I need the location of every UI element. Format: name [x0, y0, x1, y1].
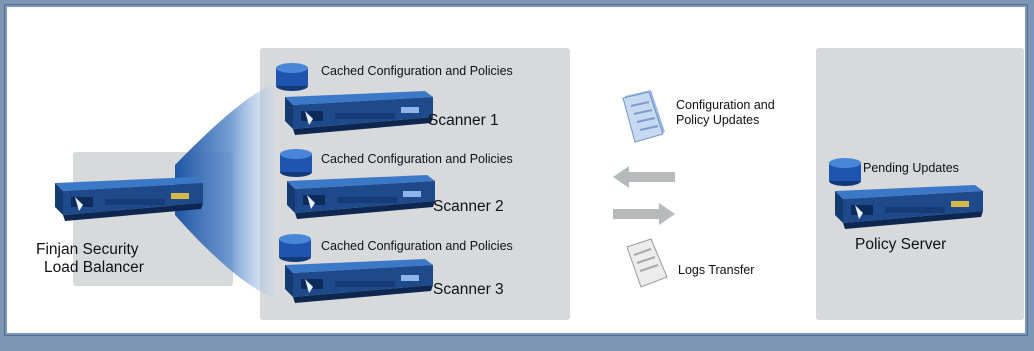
distribution-fan — [175, 83, 275, 299]
updates-label-line2: Policy Updates — [676, 113, 760, 127]
policy-server-appliance — [825, 183, 985, 240]
scanner-2-appliance — [277, 173, 437, 230]
logs-document-icon — [621, 237, 671, 294]
logs-transfer-label: Logs Transfer — [678, 263, 755, 277]
load-balancer-appliance — [45, 175, 205, 232]
updates-label-line1: Configuration and — [676, 98, 775, 112]
cache-database-icon-2 — [278, 148, 314, 183]
arrow-left-icon — [613, 166, 675, 193]
scanner-1-appliance — [275, 89, 435, 146]
configuration-document-icon — [617, 88, 669, 149]
arrow-right-icon — [613, 203, 675, 230]
pending-updates-database-icon — [827, 157, 863, 192]
cache-database-icon-3 — [277, 233, 313, 268]
scanner-3-cache-label: Cached Configuration and Policies — [321, 239, 513, 253]
scanner-3-appliance — [275, 257, 435, 314]
load-balancer-label-line1: Finjan Security — [36, 241, 139, 258]
scanner-1-label: Scanner 1 — [428, 112, 499, 129]
scanner-3-label: Scanner 3 — [433, 281, 504, 298]
scanner-2-cache-label: Cached Configuration and Policies — [321, 152, 513, 166]
scanner-1-cache-label: Cached Configuration and Policies — [321, 64, 513, 78]
scanner-2-label: Scanner 2 — [433, 198, 504, 215]
policy-server-label: Policy Server — [855, 236, 947, 253]
pending-updates-label: Pending Updates — [863, 161, 959, 175]
load-balancer-label-line2: Load Balancer — [44, 259, 144, 276]
cache-database-icon-1 — [274, 62, 310, 97]
